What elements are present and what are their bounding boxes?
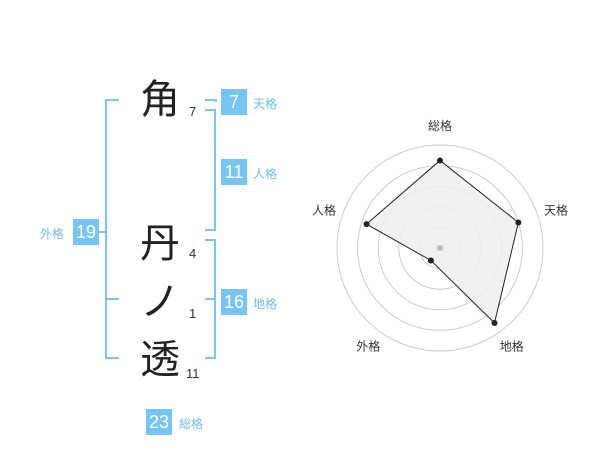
name-char-2: 丹 xyxy=(140,221,180,267)
radar-axis-label: 総格 xyxy=(428,118,452,133)
radar-point-3 xyxy=(491,319,498,326)
gaikaku-bracket-bottom xyxy=(105,357,119,359)
radar-point-4 xyxy=(427,257,434,264)
jinkaku-value-box: 11 xyxy=(221,159,247,185)
tenkaku-connector xyxy=(215,99,217,102)
radar-point-1 xyxy=(437,157,443,164)
soukaku-value-box: 23 xyxy=(146,409,172,435)
gaikaku-bracket-mid xyxy=(105,298,119,300)
gaikaku-label: 外格 xyxy=(40,227,65,241)
radar-axis-label: 地格 xyxy=(500,339,524,354)
jinkaku-bracket-bottom xyxy=(205,229,215,231)
chikaku-bracket-top xyxy=(205,239,215,241)
gaikaku-bracket-vertical xyxy=(105,99,107,359)
name-char-1: 角 xyxy=(140,77,180,123)
tenkaku-bracket-top xyxy=(205,99,215,101)
chikaku-bracket-vertical xyxy=(214,239,216,359)
jinkaku-bracket-vertical xyxy=(214,109,216,231)
radar-axis-label: 人格 xyxy=(312,202,336,217)
radar-grid-ring xyxy=(336,144,544,352)
chikaku-label: 地格 xyxy=(253,297,278,311)
radar-point-2 xyxy=(515,219,522,226)
radar-axis-label: 外格 xyxy=(356,339,380,354)
gaikaku-bracket-top xyxy=(105,99,119,101)
stroke-count-1: 7 xyxy=(189,104,197,119)
radar-center-dot xyxy=(437,245,443,251)
chikaku-bracket-bottom xyxy=(205,357,215,359)
jinkaku-label: 人格 xyxy=(253,167,278,181)
stroke-count-2: 4 xyxy=(189,246,197,261)
soukaku-label: 総格 xyxy=(179,417,204,431)
stroke-count-4: 11 xyxy=(186,366,200,381)
name-char-4: 透 xyxy=(140,337,180,383)
tenkaku-value-box: 7 xyxy=(221,89,247,115)
gaikaku-value-box: 19 xyxy=(73,219,99,245)
chikaku-bracket-mid xyxy=(205,298,215,300)
radar-axis-label: 天格 xyxy=(544,202,568,217)
name-char-3: ノ xyxy=(140,279,180,325)
tenkaku-label: 天格 xyxy=(253,97,278,111)
radar-data-polygon xyxy=(365,159,519,324)
jinkaku-bracket-top xyxy=(205,109,215,111)
chikaku-value-box: 16 xyxy=(221,289,247,315)
radar-point-5 xyxy=(363,221,370,228)
gaikaku-connector xyxy=(99,231,105,233)
stroke-count-3: 1 xyxy=(189,306,197,321)
